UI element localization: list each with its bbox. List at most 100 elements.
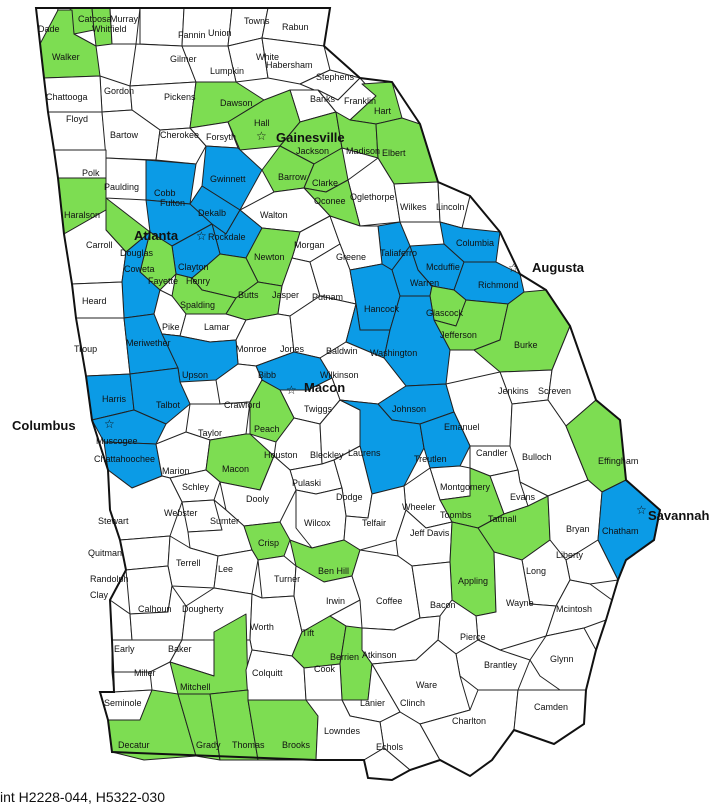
county-label-coffee: Coffee <box>376 596 402 606</box>
county-label-stephens: Stephens <box>316 72 355 82</box>
county-label-taylor: Taylor <box>198 428 222 438</box>
county-label-haralson: Haralson <box>64 210 100 220</box>
county-clay <box>109 599 133 641</box>
county-label-banks: Banks <box>310 94 336 104</box>
county-label-dooly: Dooly <box>246 494 270 504</box>
county-label-worth: Worth <box>250 622 274 632</box>
county-label-union: Union <box>208 28 232 38</box>
county-label-cherokee: Cherokee <box>160 130 199 140</box>
county-label-whitfield: Whitfield <box>92 24 127 34</box>
county-label-henry: Henry <box>186 276 211 286</box>
city-label-columbus: Columbus <box>12 418 76 433</box>
county-brooks <box>247 699 319 761</box>
county-camden <box>513 689 587 745</box>
county-laurens <box>339 399 425 495</box>
county-label-gilmer: Gilmer <box>170 54 197 64</box>
county-label-franklin: Franklin <box>344 96 376 106</box>
county-label-jones: Jones <box>280 344 305 354</box>
county-label-chatham: Chatham <box>602 526 639 536</box>
county-label-newton: Newton <box>254 252 285 262</box>
county-label-mcduffie: Mcduffie <box>426 262 460 272</box>
county-label-burke: Burke <box>514 340 538 350</box>
county-label-oglethorpe: Oglethorpe <box>350 192 395 202</box>
county-label-brooks: Brooks <box>282 740 311 750</box>
county-label-wayne: Wayne <box>506 598 534 608</box>
county-label-douglas: Douglas <box>120 248 154 258</box>
county-label-polk: Polk <box>82 168 100 178</box>
county-paulding <box>105 157 147 201</box>
county-label-fannin: Fannin <box>178 30 206 40</box>
county-label-jackson: Jackson <box>296 146 329 156</box>
city-label-gainesville: Gainesville <box>276 130 345 145</box>
footer-plan-ids: int H2228-044, H5322-030 <box>0 789 166 805</box>
county-label-hancock: Hancock <box>364 304 400 314</box>
county-label-irwin: Irwin <box>326 596 345 606</box>
county-label-dawson: Dawson <box>220 98 253 108</box>
county-label-candler: Candler <box>476 448 508 458</box>
county-label-grady: Grady <box>196 740 221 750</box>
county-label-treutlen: Treutlen <box>414 454 447 464</box>
county-label-spalding: Spalding <box>180 300 215 310</box>
county-label-dodge: Dodge <box>336 492 363 502</box>
county-label-columbia: Columbia <box>456 238 494 248</box>
county-label-pulaski: Pulaski <box>292 478 321 488</box>
county-label-jefferson: Jefferson <box>440 330 477 340</box>
county-label-clayton: Clayton <box>178 262 209 272</box>
county-label-clinch: Clinch <box>400 698 425 708</box>
county-label-clay: Clay <box>90 590 109 600</box>
city-star-icon: ☆ <box>196 229 207 243</box>
county-label-mcintosh: Mcintosh <box>556 604 592 614</box>
county-label-chattooga: Chattooga <box>46 92 88 102</box>
county-label-bulloch: Bulloch <box>522 452 552 462</box>
county-label-wilkinson: Wilkinson <box>320 370 359 380</box>
county-label-evans: Evans <box>510 492 536 502</box>
county-label-coweta: Coweta <box>124 264 155 274</box>
county-label-madison: Madison <box>346 146 380 156</box>
county-label-glascock: Glascock <box>426 308 464 318</box>
county-label-catoosa: Catoosa <box>78 14 112 24</box>
county-label-long: Long <box>526 566 546 576</box>
county-label-taliaferro: Taliaferro <box>380 248 417 258</box>
city-layer: ☆Gainesville☆Atlanta☆Augusta☆Macon☆Colum… <box>12 129 709 523</box>
city-label-macon: Macon <box>304 380 345 395</box>
county-label-monroe: Monroe <box>236 344 267 354</box>
county-label-gordon: Gordon <box>104 86 134 96</box>
county-label-butts: Butts <box>238 290 259 300</box>
county-label-hall: Hall <box>254 118 270 128</box>
county-label-oconee: Oconee <box>314 196 346 206</box>
county-label-echols: Echols <box>376 742 404 752</box>
city-star-icon: ☆ <box>286 383 297 397</box>
county-label-marion: Marion <box>162 466 190 476</box>
county-label-emanuel: Emanuel <box>444 422 480 432</box>
county-label-macon: Macon <box>222 464 249 474</box>
county-label-walker: Walker <box>52 52 80 62</box>
county-label-montgomery: Montgomery <box>440 482 491 492</box>
county-label-telfair: Telfair <box>362 518 386 528</box>
county-label-camden: Camden <box>534 702 568 712</box>
city-label-atlanta: Atlanta <box>134 228 179 243</box>
county-label-johnson: Johnson <box>392 404 426 414</box>
county-label-troup: Troup <box>74 344 97 354</box>
county-label-harris: Harris <box>102 394 126 404</box>
county-label-sumter: Sumter <box>210 516 239 526</box>
county-label-dougherty: Dougherty <box>182 604 224 614</box>
county-label-heard: Heard <box>82 296 107 306</box>
county-label-lanier: Lanier <box>360 698 385 708</box>
county-label-glynn: Glynn <box>550 654 574 664</box>
city-label-savannah: Savannah <box>648 508 709 523</box>
county-label-washington: Washington <box>370 348 417 358</box>
county-label-bibb: Bibb <box>258 370 276 380</box>
county-label-jenkins: Jenkins <box>498 386 529 396</box>
county-label-decatur: Decatur <box>118 740 150 750</box>
county-label-cook: Cook <box>314 664 336 674</box>
county-irwin <box>293 565 361 633</box>
county-label-putnam: Putnam <box>312 292 343 302</box>
county-label-chattahoochee: Chattahoochee <box>94 454 155 464</box>
county-label-jasper: Jasper <box>272 290 299 300</box>
county-label-berrien: Berrien <box>330 652 359 662</box>
county-label-lamar: Lamar <box>204 322 230 332</box>
county-label-morgan: Morgan <box>294 240 325 250</box>
county-muscogee <box>91 409 167 445</box>
